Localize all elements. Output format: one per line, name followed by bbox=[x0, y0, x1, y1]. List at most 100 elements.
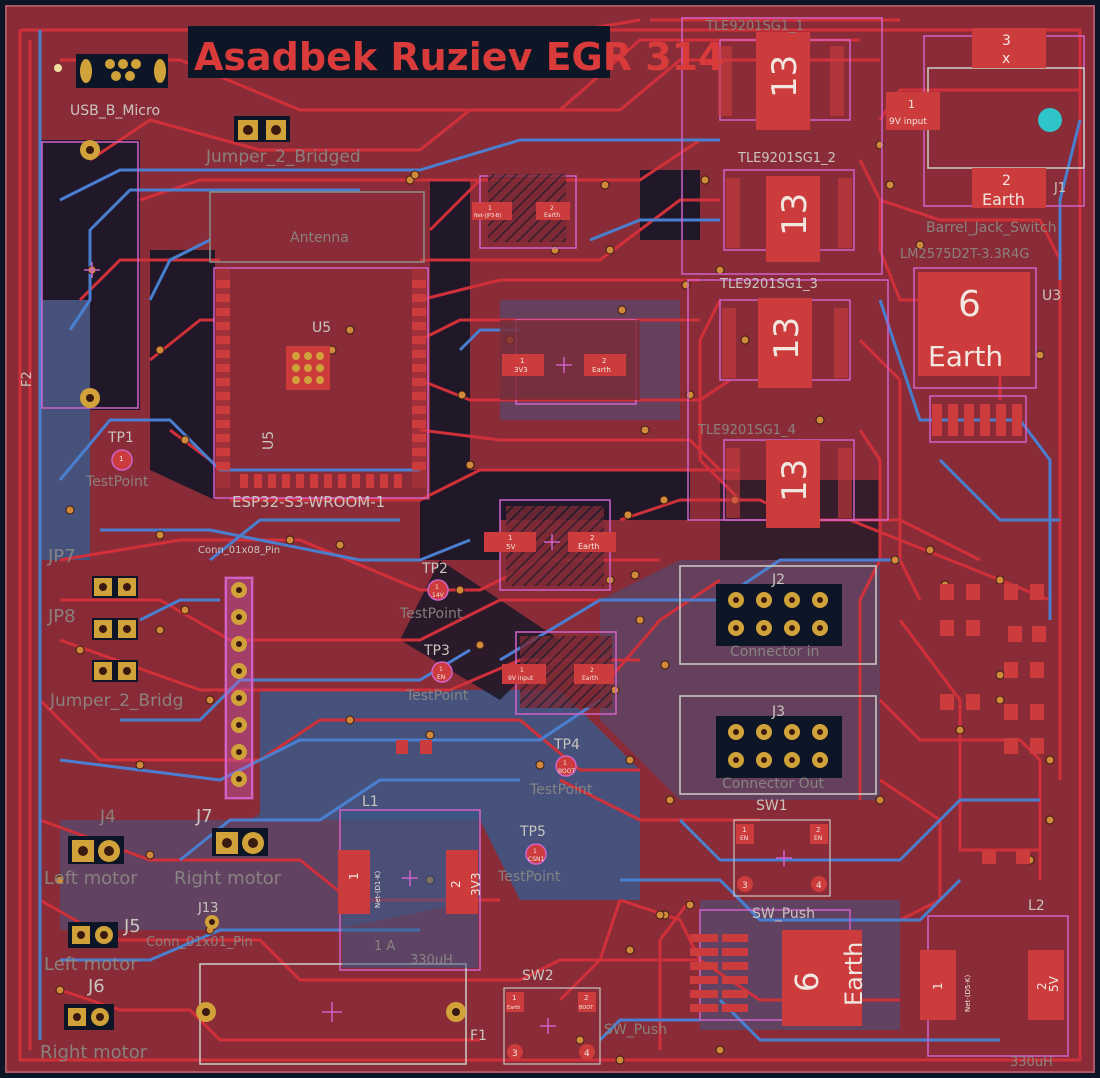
l1-note: 1 A bbox=[374, 939, 395, 954]
connector-j6[interactable]: J6 Right motor bbox=[40, 976, 148, 1063]
sw1-pad3: 3 bbox=[742, 881, 748, 891]
capacitor-d[interactable]: 1 9V input 2 Earth bbox=[502, 664, 614, 684]
capacitor-b[interactable]: 1 3V3 2 Earth bbox=[502, 354, 626, 376]
usb-b-micro-connector[interactable]: USB_B_Micro bbox=[54, 54, 168, 119]
tle2-label: TLE9201SG1_2 bbox=[737, 151, 836, 166]
sw2-ref: SW2 bbox=[522, 968, 554, 984]
cap-c-p1: 1 bbox=[508, 534, 512, 542]
antenna-label: Antenna bbox=[290, 230, 349, 246]
connector-j7[interactable]: J7 Right motor bbox=[174, 806, 282, 889]
pin-header-1x08[interactable]: Conn_01x08_Pin bbox=[198, 545, 280, 800]
fuse-f1[interactable]: F1 bbox=[196, 1002, 487, 1044]
jumper-jp7[interactable]: JP7 bbox=[47, 546, 138, 598]
esp32-module-u5[interactable]: U5 U5 ESP32-S3-WROOM-1 bbox=[216, 268, 426, 511]
u-bottom-tab: 6 bbox=[788, 972, 826, 992]
j3-ref: J3 bbox=[771, 704, 785, 720]
pushbutton-sw2[interactable]: 1 Earth 2 BOOT 3 4 SW2 SW_Push bbox=[503, 968, 667, 1065]
capacitor-a[interactable]: 1 Net-(JP3-B) 2 Earth bbox=[472, 202, 570, 220]
l1-pad2-net: 3V3 bbox=[469, 873, 483, 896]
jumper-jp8[interactable]: JP8 bbox=[47, 606, 138, 640]
j7-value: Right motor bbox=[174, 868, 282, 889]
testpoint-tp3[interactable]: 1 EN TP3 TestPoint bbox=[405, 643, 469, 704]
fuse-f2[interactable]: F2 bbox=[20, 140, 100, 408]
jp8-ref: JP8 bbox=[47, 606, 76, 627]
connector-j5[interactable]: J5 Left motor bbox=[44, 916, 141, 975]
sw2-pad3: 3 bbox=[512, 1049, 518, 1059]
sw1-ref: SW1 bbox=[756, 798, 788, 814]
tp4-ref: TP4 bbox=[553, 737, 580, 753]
cap-d-p2: 2 bbox=[590, 667, 594, 674]
l1-pad1-net: Net-(D1-K) bbox=[374, 870, 382, 908]
jumper-left-label: Jumper_2_Bridg bbox=[49, 691, 183, 711]
u5-ref-side: U5 bbox=[261, 431, 277, 450]
testpoint-tp5[interactable]: 1 CSN1 TP5 TestPoint bbox=[497, 824, 561, 885]
l2-pad2-net: 5V bbox=[1047, 975, 1061, 992]
cap-c-p2: 2 bbox=[590, 534, 594, 542]
cap-c-p2-net: Earth bbox=[578, 542, 599, 551]
cap-b-p2: 2 bbox=[602, 357, 606, 365]
sw1-pad4: 4 bbox=[816, 881, 822, 891]
j4-value: Left motor bbox=[44, 868, 138, 889]
cap-b-p1: 1 bbox=[520, 357, 524, 365]
jumper-top[interactable]: Jumper_2_Bridged bbox=[205, 116, 361, 167]
cap-a-p1: 1 bbox=[488, 205, 492, 212]
pushbutton-sw1[interactable]: 1 EN 2 EN 3 4 SW1 SW_Push bbox=[733, 798, 831, 922]
tle4-tab: 13 bbox=[775, 459, 815, 502]
connector-j3[interactable]: J3 Connector Out bbox=[716, 704, 842, 792]
tp1-value: TestPoint bbox=[85, 474, 149, 490]
sw1-pad2: 2 bbox=[816, 826, 820, 834]
motor-driver-tle3[interactable]: 13 TLE9201SG1_3 bbox=[719, 277, 848, 388]
inductor-l1[interactable]: 1 Net-(D1-K) 2 3V3 L1 1 A 330uH bbox=[338, 794, 483, 968]
regulator-u3[interactable]: 6 Earth U3 LM2575D2T-3.3R4G bbox=[900, 247, 1061, 436]
motor-driver-tle2[interactable]: 13 TLE9201SG1_2 bbox=[726, 151, 852, 262]
cap-b-p1-net: 3V3 bbox=[514, 366, 528, 374]
tp5-pad: 1 bbox=[533, 848, 537, 855]
cap-a-p1-net: Net-(JP3-B) bbox=[474, 213, 501, 219]
j13-ref: J13 bbox=[197, 901, 218, 916]
l2-pad1-net: Net-(D5-K) bbox=[964, 974, 972, 1012]
l2-value: 330uH bbox=[1010, 1055, 1053, 1070]
cap-c-p1-net: 5V bbox=[506, 543, 515, 551]
cap-d-p1-net: 9V input bbox=[508, 675, 534, 682]
sw1-value: SW_Push bbox=[752, 906, 815, 922]
j1-pad2: 2 bbox=[1002, 173, 1011, 189]
connector-j13[interactable]: J13 Conn_01x01_Pin bbox=[146, 901, 253, 950]
testpoint-tp1[interactable]: 1 TP1 TestPoint bbox=[85, 430, 149, 490]
l2-pad2: 2 bbox=[1035, 982, 1049, 990]
connector-j4[interactable]: J4 Left motor bbox=[44, 807, 138, 889]
testpoint-tp4[interactable]: 1 BOOT TP4 TestPoint bbox=[529, 737, 593, 798]
sw2-pad2-net: BOOT bbox=[579, 1005, 594, 1011]
l2-pad1: 1 bbox=[931, 982, 945, 990]
capacitor-c[interactable]: 1 5V 2 Earth bbox=[484, 532, 616, 552]
tp3-net: EN bbox=[437, 674, 445, 681]
sw1-pad1: 1 bbox=[742, 826, 746, 834]
u3-tab: 6 bbox=[958, 284, 981, 325]
barrel-jack-j1[interactable]: 3 x 1 9V input 2 Earth J1 Barrel_Jack_Sw… bbox=[886, 28, 1066, 236]
tp3-ref: TP3 bbox=[423, 643, 450, 659]
motor-driver-tle1[interactable]: 13 TLE9201SG1_1 bbox=[705, 19, 844, 130]
sw1-pad1-net: EN bbox=[740, 835, 748, 842]
connector-j2[interactable]: J2 Connector in bbox=[716, 572, 842, 660]
silk-markers bbox=[84, 262, 792, 1034]
j1-pad1-net: 9V input bbox=[889, 117, 927, 127]
j1-pad3-net: x bbox=[1002, 51, 1010, 67]
smd-passives-right bbox=[396, 584, 1046, 864]
j1-ref: J1 bbox=[1053, 181, 1066, 196]
tp4-pad: 1 bbox=[563, 760, 567, 767]
cap-a-p2-net: Earth bbox=[544, 212, 560, 219]
jumper-left-3[interactable]: Jumper_2_Bridg bbox=[49, 660, 183, 711]
u5-value: ESP32-S3-WROOM-1 bbox=[232, 493, 385, 511]
sw2-pad1: 1 bbox=[512, 994, 516, 1002]
j7-ref: J7 bbox=[195, 806, 213, 827]
inductor-l2[interactable]: 1 Net-(D5-K) 2 5V L2 330uH bbox=[920, 898, 1064, 1070]
testpoint-tp2[interactable]: 1 14V TP2 TestPoint bbox=[399, 561, 463, 622]
l1-pad1: 1 bbox=[347, 872, 361, 880]
tp1-pad: 1 bbox=[119, 455, 123, 463]
tp1-ref: TP1 bbox=[107, 430, 134, 446]
title-block-bg bbox=[188, 26, 610, 78]
regulator-bottom[interactable]: 6 Earth bbox=[690, 930, 868, 1026]
u3-ref: U3 bbox=[1042, 288, 1061, 304]
motor-driver-tle4[interactable]: 13 TLE9201SG1_4 bbox=[697, 423, 852, 528]
